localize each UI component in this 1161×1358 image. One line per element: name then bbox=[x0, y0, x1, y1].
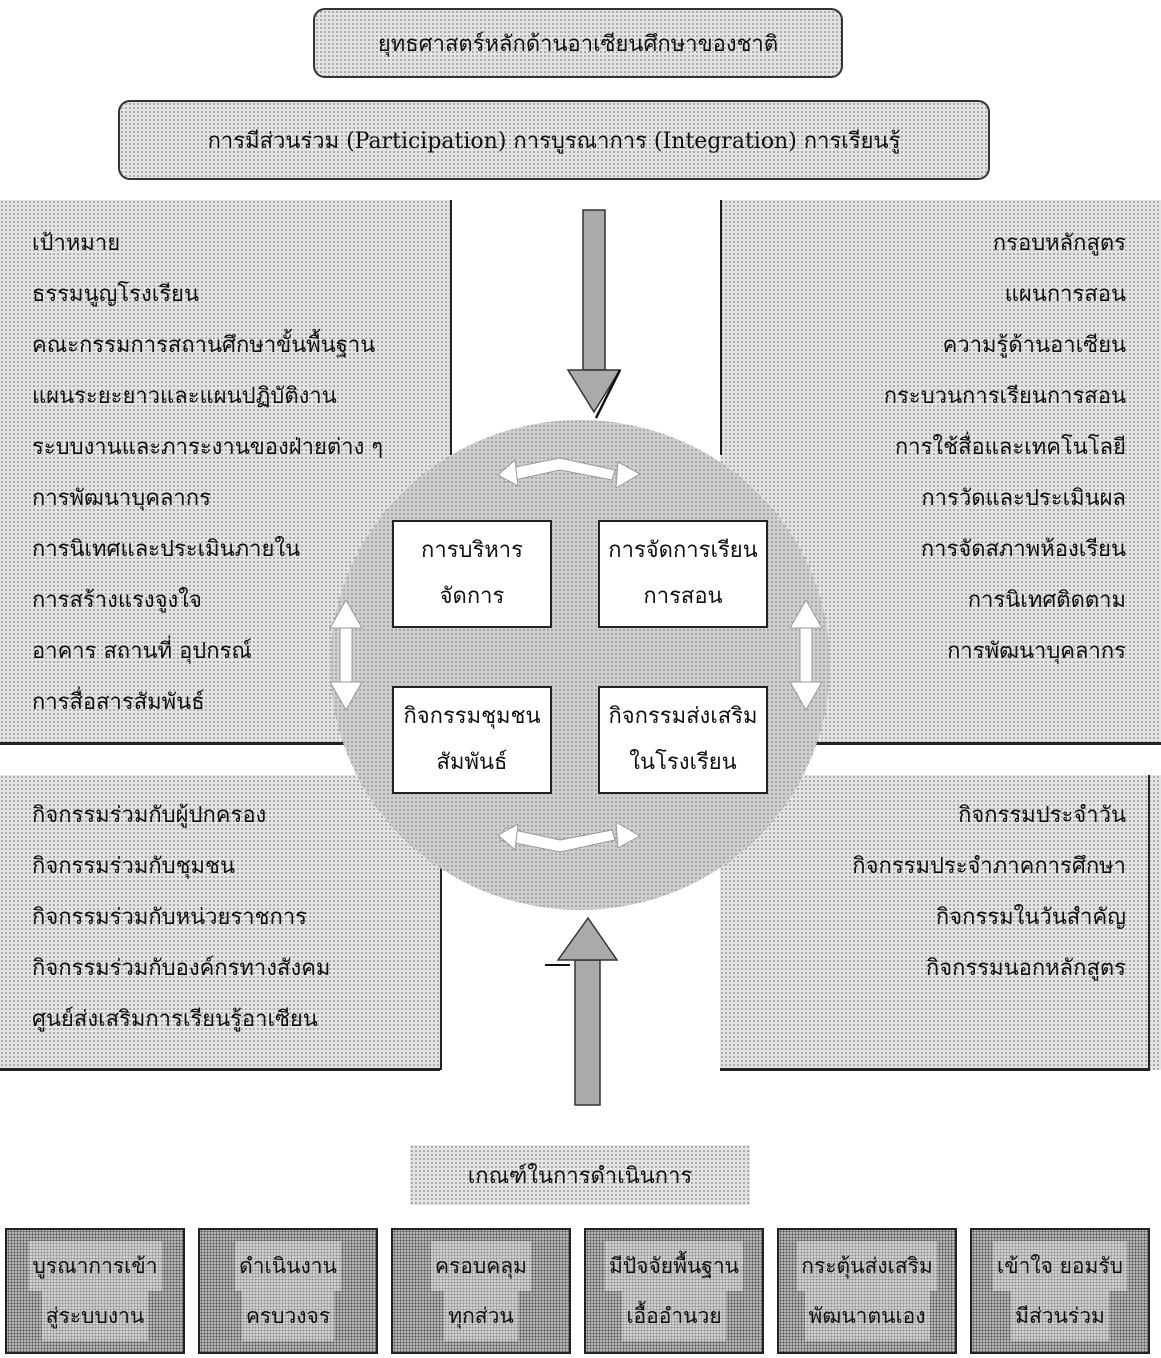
list-item: ศูนย์ส่งเสริมการเรียนรู้อาเซียน bbox=[32, 1007, 318, 1032]
list-item: กิจกรรมร่วมกับองค์กรทางสังคม bbox=[32, 956, 331, 981]
list-item: กิจกรรมร่วมกับชุมชน bbox=[32, 854, 236, 879]
divider-vertical-top-left bbox=[450, 200, 452, 455]
criteria-line1: ครอบคลุม bbox=[430, 1241, 532, 1291]
list-item: การพัฒนาบุคลากร bbox=[947, 639, 1126, 664]
center-box-line1: การจัดการเรียน bbox=[608, 538, 758, 563]
criteria-line2: สู่ระบบงาน bbox=[41, 1291, 149, 1341]
criteria-box: มีปัจจัยพื้นฐาน เอื้ออำนวย bbox=[584, 1228, 764, 1354]
list-item: ความรู้ด้านอาเซียน bbox=[942, 333, 1126, 358]
criteria-line1: บูรณาการเข้า bbox=[28, 1241, 162, 1291]
divider-top-right bbox=[720, 742, 1161, 745]
divider-vertical-bottom-right bbox=[1148, 775, 1150, 1070]
center-box-line2: การสอน bbox=[643, 584, 723, 609]
criteria-line2: พัฒนาตนเอง bbox=[804, 1291, 930, 1341]
criteria-line1: มีปัจจัยพื้นฐาน bbox=[604, 1241, 744, 1291]
criteria-line1: เข้าใจ ยอมรับ bbox=[993, 1241, 1127, 1291]
criteria-box: ดำเนินงาน ครบวงจร bbox=[198, 1228, 378, 1354]
list-item: การสื่อสารสัมพันธ์ bbox=[32, 690, 205, 715]
criteria-box: เข้าใจ ยอมรับ มีส่วนร่วม bbox=[970, 1228, 1150, 1354]
list-item: กิจกรรมร่วมกับหน่วยราชการ bbox=[32, 905, 307, 930]
cycle-arrows-icon bbox=[329, 457, 823, 853]
list-item: กิจกรรมนอกหลักสูตร bbox=[925, 956, 1126, 981]
list-item: เป้าหมาย bbox=[32, 231, 121, 256]
list-administration: เป้าหมาย ธรรมนูญโรงเรียน คณะกรรมการสถานศ… bbox=[32, 218, 452, 728]
criteria-line2: เอื้ออำนวย bbox=[622, 1291, 726, 1341]
center-box-administration: การบริหาร จัดการ bbox=[392, 520, 552, 628]
center-box-line2: สัมพันธ์ bbox=[436, 750, 508, 775]
list-item: คณะกรรมการสถานศึกษาขั้นพื้นฐาน bbox=[32, 333, 376, 358]
list-item: กิจกรรมประจำภาคการศึกษา bbox=[852, 854, 1126, 879]
list-item: ธรรมนูญโรงเรียน bbox=[32, 282, 199, 307]
list-item: กิจกรรมร่วมกับผู้ปกครอง bbox=[32, 803, 267, 828]
criteria-line2: ครบวงจร bbox=[241, 1291, 335, 1341]
list-item: กิจกรรมประจำวัน bbox=[958, 803, 1126, 828]
arrow-down-icon bbox=[566, 209, 622, 419]
list-item: กรอบหลักสูตร bbox=[992, 231, 1126, 256]
list-item: การจัดสภาพห้องเรียน bbox=[920, 537, 1126, 562]
criteria-line2: มีส่วนร่วม bbox=[1011, 1291, 1109, 1341]
divider-vertical-top-right bbox=[720, 200, 722, 455]
list-item: การสร้างแรงจูงใจ bbox=[32, 588, 202, 613]
criteria-line1: ดำเนินงาน bbox=[235, 1241, 341, 1291]
list-item: การพัฒนาบุคลากร bbox=[32, 486, 211, 511]
center-box-line1: กิจกรรมชุมชน bbox=[403, 704, 541, 729]
list-item: การใช้สื่อและเทคโนโลยี bbox=[894, 435, 1126, 460]
list-community: กิจกรรมร่วมกับผู้ปกครอง กิจกรรมร่วมกับชุ… bbox=[32, 790, 432, 1045]
center-box-community: กิจกรรมชุมชน สัมพันธ์ bbox=[392, 686, 552, 794]
center-box-line1: การบริหาร bbox=[421, 538, 523, 563]
criteria-title-box: เกณฑ์ในการดำเนินการ bbox=[410, 1145, 750, 1205]
list-item: กิจกรรมในวันสำคัญ bbox=[935, 905, 1126, 930]
criteria-line2: ทุกส่วน bbox=[444, 1291, 518, 1341]
list-item: การนิเทศและประเมินภายใน bbox=[32, 537, 301, 562]
list-item: แผนระยะยาวและแผนปฏิบัติงาน bbox=[32, 384, 337, 409]
panel-top-left-bg bbox=[0, 200, 450, 745]
list-item: การวัดและประเมินผล bbox=[921, 486, 1126, 511]
principles-title: การมีส่วนร่วม (Participation) การบูรณากา… bbox=[207, 128, 901, 154]
list-item: อาคาร สถานที่ อุปกรณ์ bbox=[32, 639, 252, 664]
list-school-activities: กิจกรรมประจำวัน กิจกรรมประจำภาคการศึกษา … bbox=[740, 790, 1126, 994]
panel-bottom-right-bg bbox=[720, 775, 1161, 1070]
list-item: ระบบงานและภาระงานของฝ่ายต่าง ๆ bbox=[32, 435, 384, 460]
criteria-title: เกณฑ์ในการดำเนินการ bbox=[467, 1163, 693, 1189]
divider-vertical-bottom-left bbox=[440, 775, 442, 1070]
list-teaching: กรอบหลักสูตร แผนการสอน ความรู้ด้านอาเซีย… bbox=[740, 218, 1126, 677]
divider-top-left bbox=[0, 742, 450, 745]
principles-banner: การมีส่วนร่วม (Participation) การบูรณากา… bbox=[118, 100, 990, 180]
central-circle bbox=[330, 420, 830, 910]
national-strategy-title: ยุทธศาสตร์หลักด้านอาเซียนศึกษาของชาติ bbox=[377, 31, 779, 57]
center-box-line1: กิจกรรมส่งเสริม bbox=[608, 704, 758, 729]
list-item: การนิเทศติดตาม bbox=[967, 588, 1126, 613]
national-strategy-banner: ยุทธศาสตร์หลักด้านอาเซียนศึกษาของชาติ bbox=[313, 8, 843, 78]
center-box-line2: จัดการ bbox=[439, 584, 505, 609]
list-item: กระบวนการเรียนการสอน bbox=[883, 384, 1126, 409]
center-box-line2: ในโรงเรียน bbox=[629, 750, 737, 775]
divider-bottom-right bbox=[720, 1068, 1150, 1071]
list-item: แผนการสอน bbox=[1004, 282, 1126, 307]
criteria-box: ครอบคลุม ทุกส่วน bbox=[391, 1228, 571, 1354]
center-box-teaching: การจัดการเรียน การสอน bbox=[598, 520, 768, 628]
criteria-box: บูรณาการเข้า สู่ระบบงาน bbox=[5, 1228, 185, 1354]
criteria-box: กระตุ้นส่งเสริม พัฒนาตนเอง bbox=[777, 1228, 957, 1354]
divider-bottom-left bbox=[0, 1068, 440, 1071]
panel-bottom-left-bg bbox=[0, 775, 440, 1070]
arrow-up-icon bbox=[545, 916, 619, 1106]
center-box-school-activities: กิจกรรมส่งเสริม ในโรงเรียน bbox=[598, 686, 768, 794]
criteria-line1: กระตุ้นส่งเสริม bbox=[797, 1241, 937, 1291]
